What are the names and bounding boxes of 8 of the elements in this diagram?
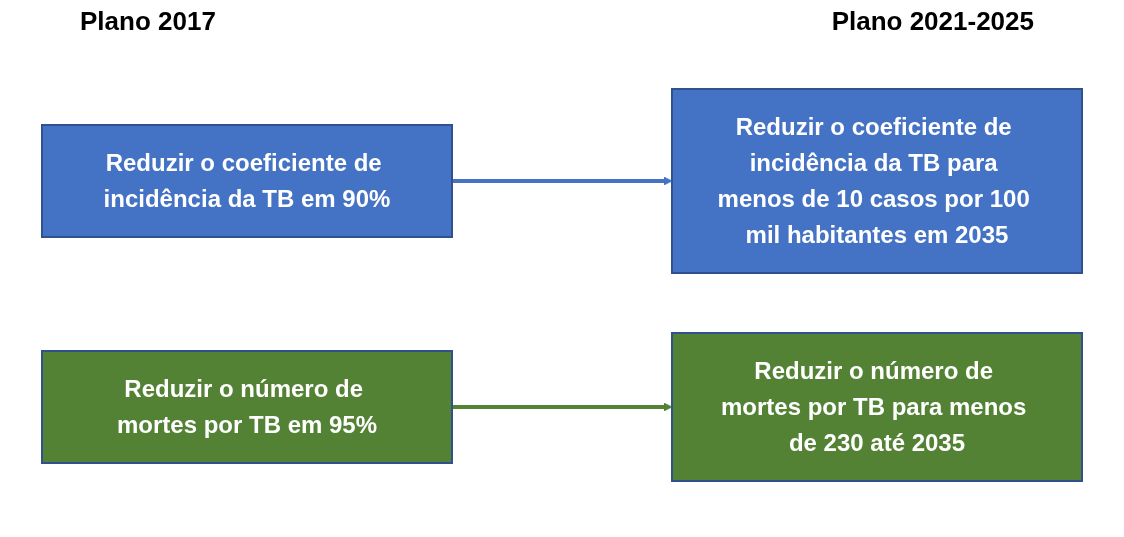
node-box: Reduzir o número de mortes por TB em 95% — [41, 350, 453, 464]
column-heading: Plano 2021-2025 — [831, 6, 1034, 38]
node-box: Reduzir o coeficiente de incidência da TB para menos de 10 casos por 100 mil habitantes em 2035 — [671, 88, 1083, 274]
column-heading: Plano 2017 — [80, 6, 216, 38]
arrow — [452, 402, 673, 412]
node-box: Reduzir o número de mortes por TB para menos de 230 até 2035 — [671, 332, 1083, 482]
arrow — [452, 176, 673, 186]
node-box: Reduzir o coeficiente de incidência da TB em 90% — [41, 124, 453, 238]
